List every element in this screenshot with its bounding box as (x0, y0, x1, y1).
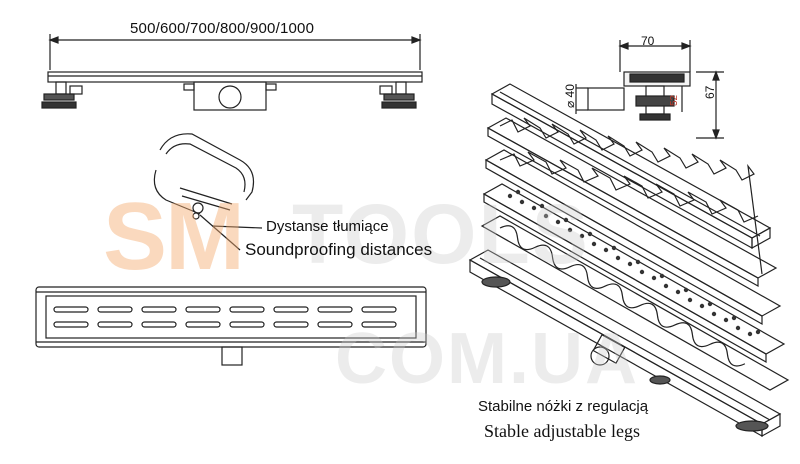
plan-view-grate (35, 286, 427, 366)
side-outlet-circle (218, 85, 242, 109)
cross-section (575, 40, 724, 140)
width-dimension: 70 (641, 34, 655, 48)
section-outlet-pipe (587, 87, 625, 111)
side-view-drain (41, 34, 423, 111)
outlet-diameter-dimension: ⌀ 40 (563, 84, 577, 108)
leg-left (481, 276, 511, 288)
plan-frame-inner (45, 295, 417, 339)
arrow-left (48, 36, 59, 44)
arrow-right (411, 36, 422, 44)
damping-label-en: Soundproofing distances (245, 240, 433, 259)
layer-channel-body (468, 249, 782, 438)
leg-right (735, 420, 769, 432)
layer-pattern-grate-1 (486, 117, 778, 288)
side-leg-right (379, 81, 417, 109)
legs-label-pl: Stabilne nóżki z regulacją (478, 398, 649, 415)
layer-top-frame (490, 83, 772, 250)
plan-slots-row-2 (53, 321, 397, 328)
profile-detail (153, 133, 263, 251)
plan-outlet-stub (221, 346, 243, 366)
layer-wave-insert (480, 215, 790, 391)
legs-label-en: Stable adjustable legs (484, 421, 640, 441)
side-leg-left (41, 81, 83, 109)
inner-height-dimension: 52 (669, 94, 680, 106)
layer-pattern-grate-2 (484, 149, 782, 326)
height-dimension: 67 (703, 85, 717, 99)
plan-slots-row-1 (53, 306, 397, 313)
exploded-view (468, 83, 790, 438)
damping-label-pl: Dystanse tłumiące (266, 218, 389, 235)
channel-outlet-circle (590, 346, 610, 366)
side-outlet-box (193, 81, 267, 111)
layer-perforated-plate (482, 183, 786, 364)
length-options-label: 500/600/700/800/900/1000 (130, 20, 315, 37)
leader-line-damping (199, 214, 241, 251)
channel-outlet (592, 334, 626, 364)
side-grate-body (47, 71, 423, 83)
